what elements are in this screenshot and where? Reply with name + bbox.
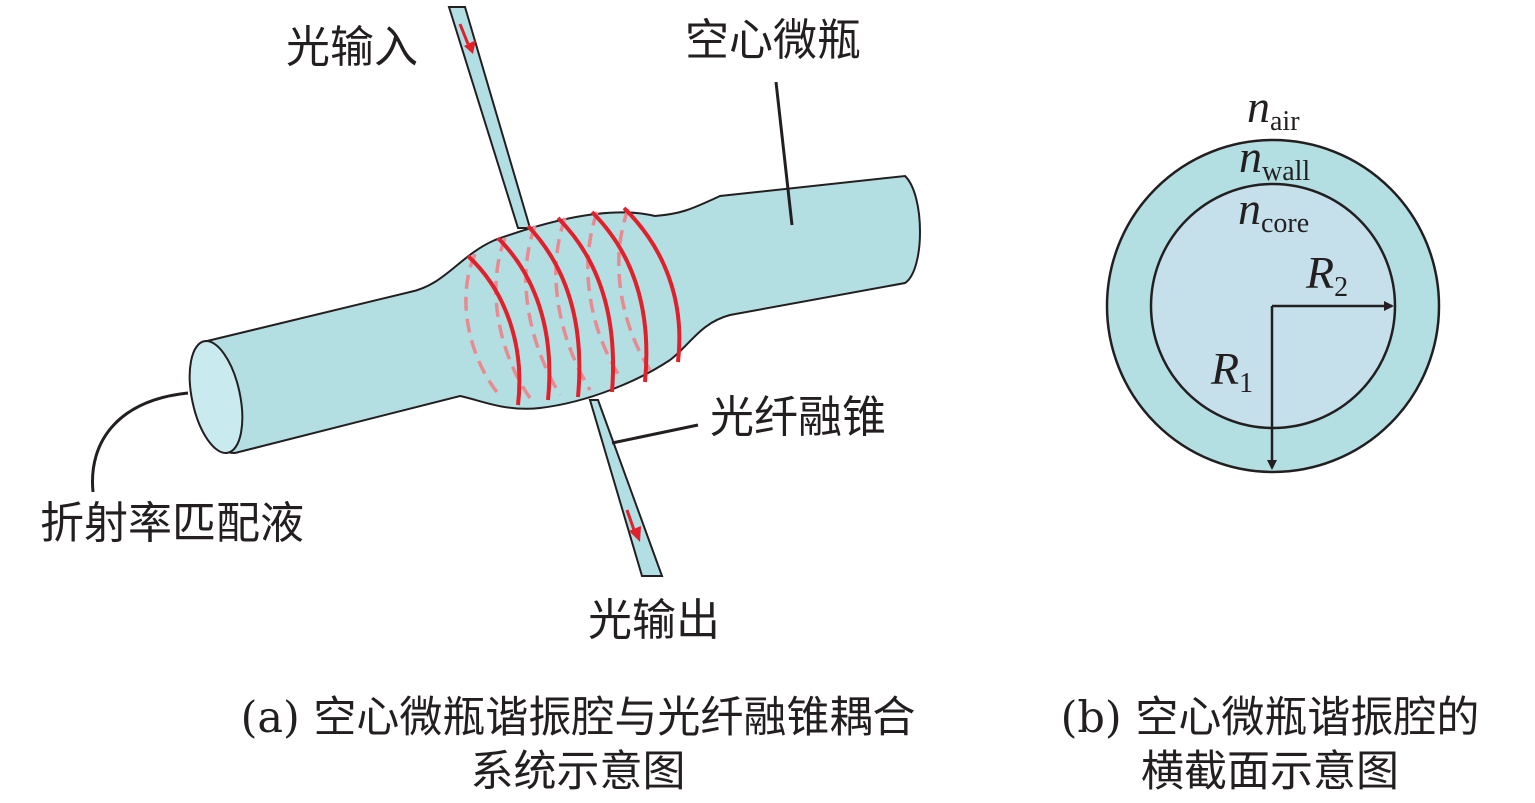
panel-a-diagram: 光输入 空心微瓶 光纤融锥 折射率匹配液 光输出 (a) 空心微瓶谐振腔与光纤融… — [40, 6, 921, 797]
label-light-in: 光输入 — [286, 22, 418, 73]
fiber-taper-lower — [588, 399, 664, 577]
label-r1: R1 — [1210, 343, 1253, 399]
leader-bottle — [774, 81, 794, 226]
leader-taper — [611, 423, 699, 445]
caption-a-line1: (a) 空心微瓶谐振腔与光纤融锥耦合 — [241, 693, 916, 743]
label-n-air: nair — [1247, 81, 1300, 137]
bottle-end-face — [188, 340, 244, 454]
leader-liquid — [90, 391, 189, 493]
arrow-light-out — [625, 509, 641, 542]
caption-a-line2: 系统示意图 — [471, 747, 686, 797]
caption-b-line1: (b) 空心微瓶谐振腔的 — [1061, 693, 1480, 743]
label-r2: R2 — [1305, 247, 1348, 303]
panel-b-diagram: nair nwall ncore R2 R1 (b) 空心微瓶谐振腔的 横截面示… — [1061, 81, 1480, 797]
arrow-light-in — [458, 23, 476, 54]
fiber-taper-upper — [447, 6, 532, 229]
label-taper: 光纤融锥 — [710, 392, 886, 443]
label-n-core: ncore — [1238, 183, 1309, 239]
label-light-out: 光输出 — [588, 595, 720, 646]
label-bottle: 空心微瓶 — [685, 15, 861, 66]
label-liquid: 折射率匹配液 — [40, 498, 304, 549]
wgm-front-lines — [466, 206, 682, 406]
label-n-wall: nwall — [1239, 131, 1310, 187]
caption-b-line2: 横截面示意图 — [1141, 747, 1399, 797]
